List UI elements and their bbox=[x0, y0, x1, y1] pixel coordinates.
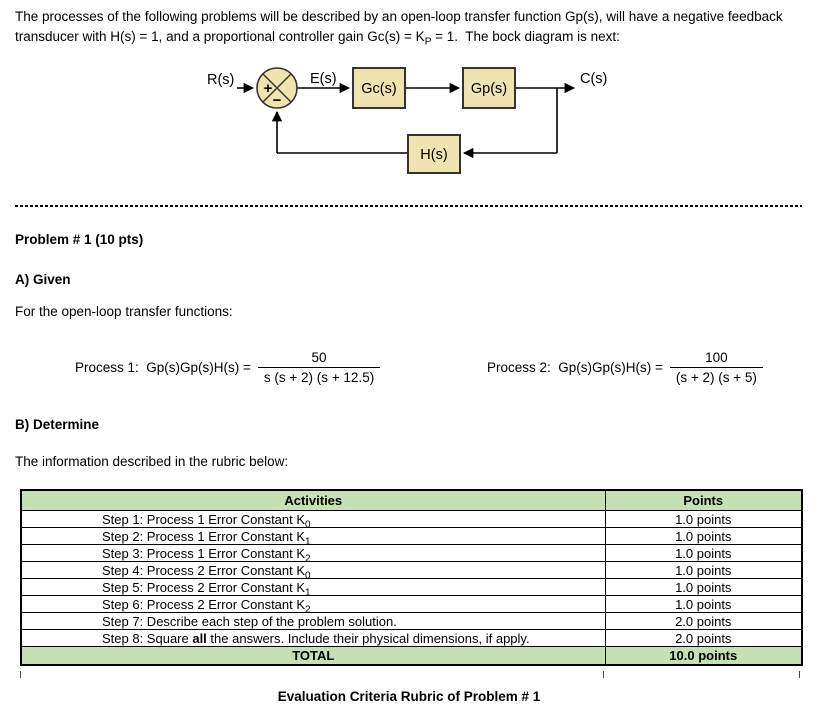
process-1-denominator: s (s + 2) (s + 12.5) bbox=[257, 366, 381, 385]
intro-line-1: The processes of the following problems … bbox=[15, 9, 783, 24]
activity-cell: Step 2: Process 1 Error Constant K1 bbox=[20, 527, 606, 547]
process-1-numerator: 50 bbox=[311, 349, 327, 365]
activity-cell: Step 7: Describe each step of the proble… bbox=[20, 612, 606, 630]
controller-block-label: Gc(s) bbox=[361, 81, 396, 97]
points-cell: 1.0 points bbox=[604, 510, 803, 528]
output-signal-label: C(s) bbox=[580, 71, 607, 87]
activity-cell: Step 8: Square all the answers. Include … bbox=[20, 629, 606, 647]
table-row: Step 2: Process 1 Error Constant K1 1.0 … bbox=[20, 527, 803, 547]
table-row: Step 6: Process 2 Error Constant K2 1.0 … bbox=[20, 595, 803, 615]
feedback-block-label: H(s) bbox=[420, 147, 447, 163]
activity-cell: Step 6: Process 2 Error Constant K2 bbox=[20, 595, 606, 615]
process-block-label: Gp(s) bbox=[471, 81, 507, 97]
process-2-fraction: 100 (s + 2) (s + 5) bbox=[669, 349, 763, 385]
input-signal-label: R(s) bbox=[207, 72, 234, 88]
table-row: Step 8: Square all the answers. Include … bbox=[20, 629, 803, 647]
table-row: Step 1: Process 1 Error Constant K0 1.0 … bbox=[20, 510, 803, 530]
process-1-fraction: 50 s (s + 2) (s + 12.5) bbox=[257, 349, 381, 385]
activity-cell: Step 5: Process 2 Error Constant K1 bbox=[20, 578, 606, 598]
process-1-label: Process 1: Gp(s)Gp(s)H(s) = bbox=[75, 359, 251, 375]
feedback-block bbox=[407, 134, 461, 174]
table-row: Step 5: Process 2 Error Constant K1 1.0 … bbox=[20, 578, 803, 598]
process-block bbox=[462, 67, 516, 109]
table-bottom-tick-right bbox=[799, 671, 800, 678]
table-row: Step 7: Describe each step of the proble… bbox=[20, 612, 803, 630]
intro-line-2: transducer with H(s) = 1, and a proporti… bbox=[15, 29, 620, 48]
activity-cell: Step 4: Process 2 Error Constant K0 bbox=[20, 561, 606, 581]
points-cell: 1.0 points bbox=[604, 595, 803, 613]
error-signal-label: E(s) bbox=[310, 71, 337, 87]
points-column-header: Points bbox=[604, 489, 803, 511]
points-cell: 1.0 points bbox=[604, 561, 803, 579]
total-label-cell: TOTAL bbox=[20, 646, 606, 666]
given-heading: A) Given bbox=[15, 272, 71, 287]
points-cell: 1.0 points bbox=[604, 544, 803, 562]
problem-title: Problem # 1 (10 pts) bbox=[15, 232, 144, 247]
process-2-label: Process 2: Gp(s)Gp(s)H(s) = bbox=[487, 359, 663, 375]
given-text: For the open-loop transfer functions: bbox=[15, 304, 233, 319]
dashed-separator bbox=[15, 205, 802, 207]
kp-subscript: P bbox=[424, 36, 432, 48]
activity-cell: Step 1: Process 1 Error Constant K0 bbox=[20, 510, 606, 530]
rubric-total-row: TOTAL 10.0 points bbox=[20, 646, 803, 666]
points-cell: 2.0 points bbox=[604, 629, 803, 647]
activity-cell: Step 3: Process 1 Error Constant K2 bbox=[20, 544, 606, 564]
table-row: Step 3: Process 1 Error Constant K2 1.0 … bbox=[20, 544, 803, 564]
total-points-cell: 10.0 points bbox=[604, 646, 803, 666]
process-2-equation: Process 2: Gp(s)Gp(s)H(s) = 100 (s + 2) … bbox=[487, 340, 763, 394]
table-bottom-tick-left bbox=[20, 671, 21, 678]
rubric-header-row: Activities Points bbox=[20, 489, 803, 511]
process-2-numerator: 100 bbox=[705, 349, 728, 365]
table-row: Step 4: Process 2 Error Constant K0 1.0 … bbox=[20, 561, 803, 581]
minus-sign: − bbox=[273, 92, 282, 109]
plus-sign: + bbox=[264, 80, 273, 97]
intro-paragraph: The processes of the following problems … bbox=[15, 7, 811, 53]
points-cell: 1.0 points bbox=[604, 527, 803, 545]
determine-text: The information described in the rubric … bbox=[15, 454, 289, 469]
table-bottom-tick-middle bbox=[603, 671, 604, 678]
points-cell: 1.0 points bbox=[604, 578, 803, 596]
controller-block bbox=[352, 67, 406, 109]
activities-column-header: Activities bbox=[20, 489, 606, 511]
rubric-table: Activities Points Step 1: Process 1 Erro… bbox=[20, 489, 803, 666]
points-cell: 2.0 points bbox=[604, 612, 803, 630]
determine-heading: B) Determine bbox=[15, 417, 100, 432]
summing-cross-2 bbox=[262, 73, 292, 103]
table-caption: Evaluation Criteria Rubric of Problem # … bbox=[277, 689, 541, 704]
process-2-denominator: (s + 2) (s + 5) bbox=[669, 366, 763, 385]
process-1-equation: Process 1: Gp(s)Gp(s)H(s) = 50 s (s + 2)… bbox=[75, 340, 381, 394]
block-diagram: R(s) E(s) C(s) + − Gc(s) Gp(s) H(s) bbox=[207, 67, 607, 174]
